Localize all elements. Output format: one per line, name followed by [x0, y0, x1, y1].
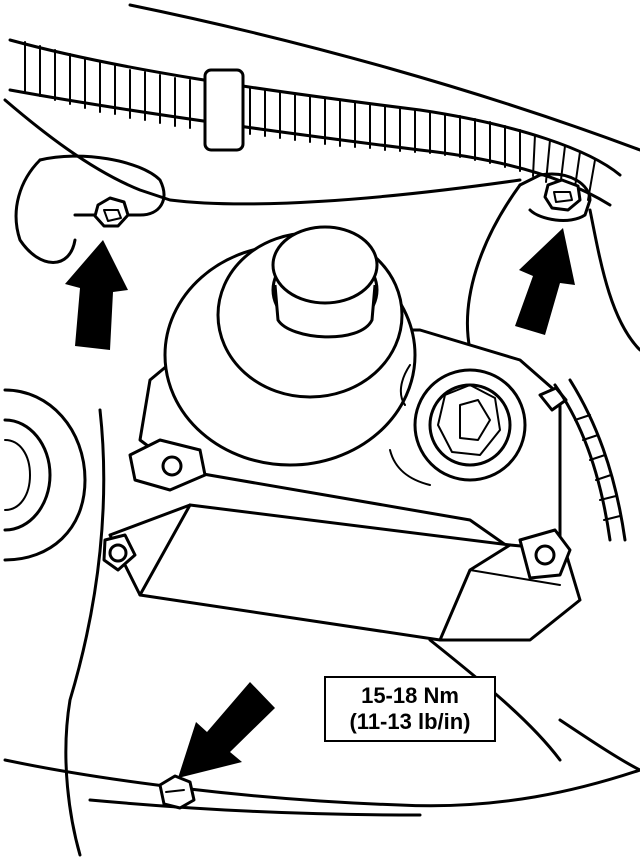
- torque-spec-imperial: (11-13 lb/in): [349, 709, 471, 734]
- body-panel-outline: [3, 3, 640, 857]
- left-bracket: [14, 154, 166, 264]
- right-bolt-icon: [543, 178, 582, 212]
- wiring-harness: [8, 38, 622, 207]
- arrow-right-bolt: [515, 228, 575, 335]
- right-bracket: [518, 172, 592, 222]
- left-bolt-icon: [93, 196, 130, 228]
- right-wire: [553, 378, 627, 542]
- module-housing: [102, 225, 582, 642]
- left-pulley: [3, 388, 87, 562]
- arrow-lower-bolt: [178, 682, 275, 778]
- torque-spec-metric: 15-18 Nm: [361, 683, 459, 708]
- arrow-left-bolt: [65, 240, 128, 350]
- lower-bolt-icon: [158, 774, 196, 810]
- torque-spec-label: 15-18 Nm (11-13 lb/in): [324, 676, 496, 742]
